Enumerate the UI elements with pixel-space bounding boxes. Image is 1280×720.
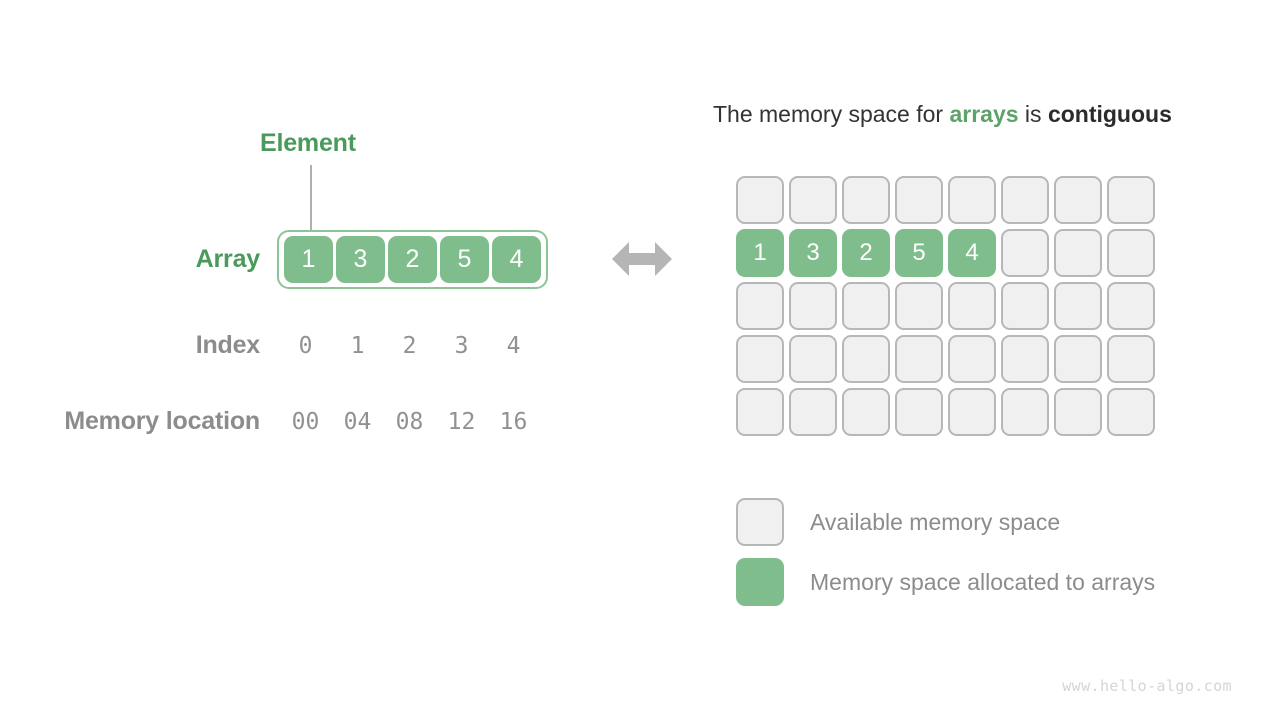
memory-cell-empty xyxy=(948,388,996,436)
memory-cell-empty xyxy=(1054,335,1102,383)
index-row-label: Index xyxy=(195,331,260,359)
legend-label: Available memory space xyxy=(810,508,1061,535)
memory-cell-empty xyxy=(948,176,996,224)
memory-cell-empty xyxy=(895,335,943,383)
memory-location-value-row: 00 04 08 12 16 xyxy=(281,409,544,435)
memory-cell-empty xyxy=(1107,229,1155,277)
title-accent-arrays: arrays xyxy=(949,101,1019,127)
array-cell: 5 xyxy=(440,236,489,283)
array-cell: 4 xyxy=(492,236,541,283)
index-value: 2 xyxy=(402,333,417,359)
memory-cell-empty xyxy=(895,282,943,330)
index-value-row: 0 1 2 3 4 xyxy=(281,333,544,359)
element-callout-label: Element xyxy=(260,129,356,157)
memory-cell-empty xyxy=(1001,229,1049,277)
memory-cell-empty xyxy=(895,176,943,224)
legend-swatch-allocated-icon xyxy=(736,558,784,606)
memory-cell-allocated: 1 xyxy=(736,229,784,277)
memory-cell-empty xyxy=(895,388,943,436)
memory-cell-empty xyxy=(1107,335,1155,383)
memory-cell-empty xyxy=(789,176,837,224)
memory-cell-empty xyxy=(842,335,890,383)
memory-cell-empty xyxy=(789,335,837,383)
legend-swatch-available-icon xyxy=(736,498,784,546)
memory-cell-empty xyxy=(842,176,890,224)
array-cell: 3 xyxy=(336,236,385,283)
legend-label: Memory space allocated to arrays xyxy=(810,568,1156,595)
element-callout-connector-line xyxy=(310,165,312,237)
watermark: www.hello-algo.com xyxy=(1062,677,1232,695)
memory-cell-empty xyxy=(1054,282,1102,330)
memory-cell-empty xyxy=(948,282,996,330)
array-diagram: 1 3 2 5 4 xyxy=(277,230,548,289)
array-cell: 2 xyxy=(388,236,437,283)
memory-diagram-title: The memory space for arrays is contiguou… xyxy=(713,101,1172,128)
index-value: 0 xyxy=(298,333,313,359)
memory-grid: 1 3 2 5 4 xyxy=(736,176,1155,436)
memory-cell-empty xyxy=(1001,388,1049,436)
legend-item-allocated: Memory space allocated to arrays xyxy=(736,552,1155,612)
memory-cell-allocated: 2 xyxy=(842,229,890,277)
memory-cell-empty xyxy=(1054,229,1102,277)
memory-location-value: 12 xyxy=(447,409,476,435)
legend-item-available: Available memory space xyxy=(736,492,1155,552)
memory-cell-empty xyxy=(736,176,784,224)
memory-location-row-label: Memory location xyxy=(64,407,260,435)
double-headed-arrow-icon xyxy=(612,242,672,276)
memory-cell-empty xyxy=(736,335,784,383)
memory-cell-empty xyxy=(842,388,890,436)
memory-location-value: 16 xyxy=(499,409,528,435)
memory-cell-empty xyxy=(789,282,837,330)
memory-cell-empty xyxy=(1107,282,1155,330)
memory-cell-empty xyxy=(1001,335,1049,383)
memory-cell-empty xyxy=(948,335,996,383)
memory-cell-empty xyxy=(1054,388,1102,436)
memory-cell-allocated: 5 xyxy=(895,229,943,277)
memory-cell-empty xyxy=(1107,176,1155,224)
legend: Available memory space Memory space allo… xyxy=(736,492,1155,612)
memory-cell-allocated: 4 xyxy=(948,229,996,277)
memory-location-value: 04 xyxy=(343,409,372,435)
memory-location-value: 08 xyxy=(395,409,424,435)
index-value: 4 xyxy=(506,333,521,359)
memory-location-value: 00 xyxy=(291,409,320,435)
memory-cell-empty xyxy=(736,282,784,330)
memory-cell-empty xyxy=(736,388,784,436)
title-part-2: is xyxy=(1018,101,1048,127)
index-value: 1 xyxy=(350,333,365,359)
memory-cell-empty xyxy=(1001,176,1049,224)
memory-cell-allocated: 3 xyxy=(789,229,837,277)
array-cell: 1 xyxy=(284,236,333,283)
title-strong-contiguous: contiguous xyxy=(1047,101,1172,127)
memory-cell-empty xyxy=(1001,282,1049,330)
memory-cell-empty xyxy=(1107,388,1155,436)
memory-cell-empty xyxy=(842,282,890,330)
array-row-label: Array xyxy=(195,245,261,273)
memory-cell-empty xyxy=(1054,176,1102,224)
memory-cell-empty xyxy=(789,388,837,436)
index-value: 3 xyxy=(454,333,469,359)
title-part-1: The memory space for xyxy=(713,101,950,127)
